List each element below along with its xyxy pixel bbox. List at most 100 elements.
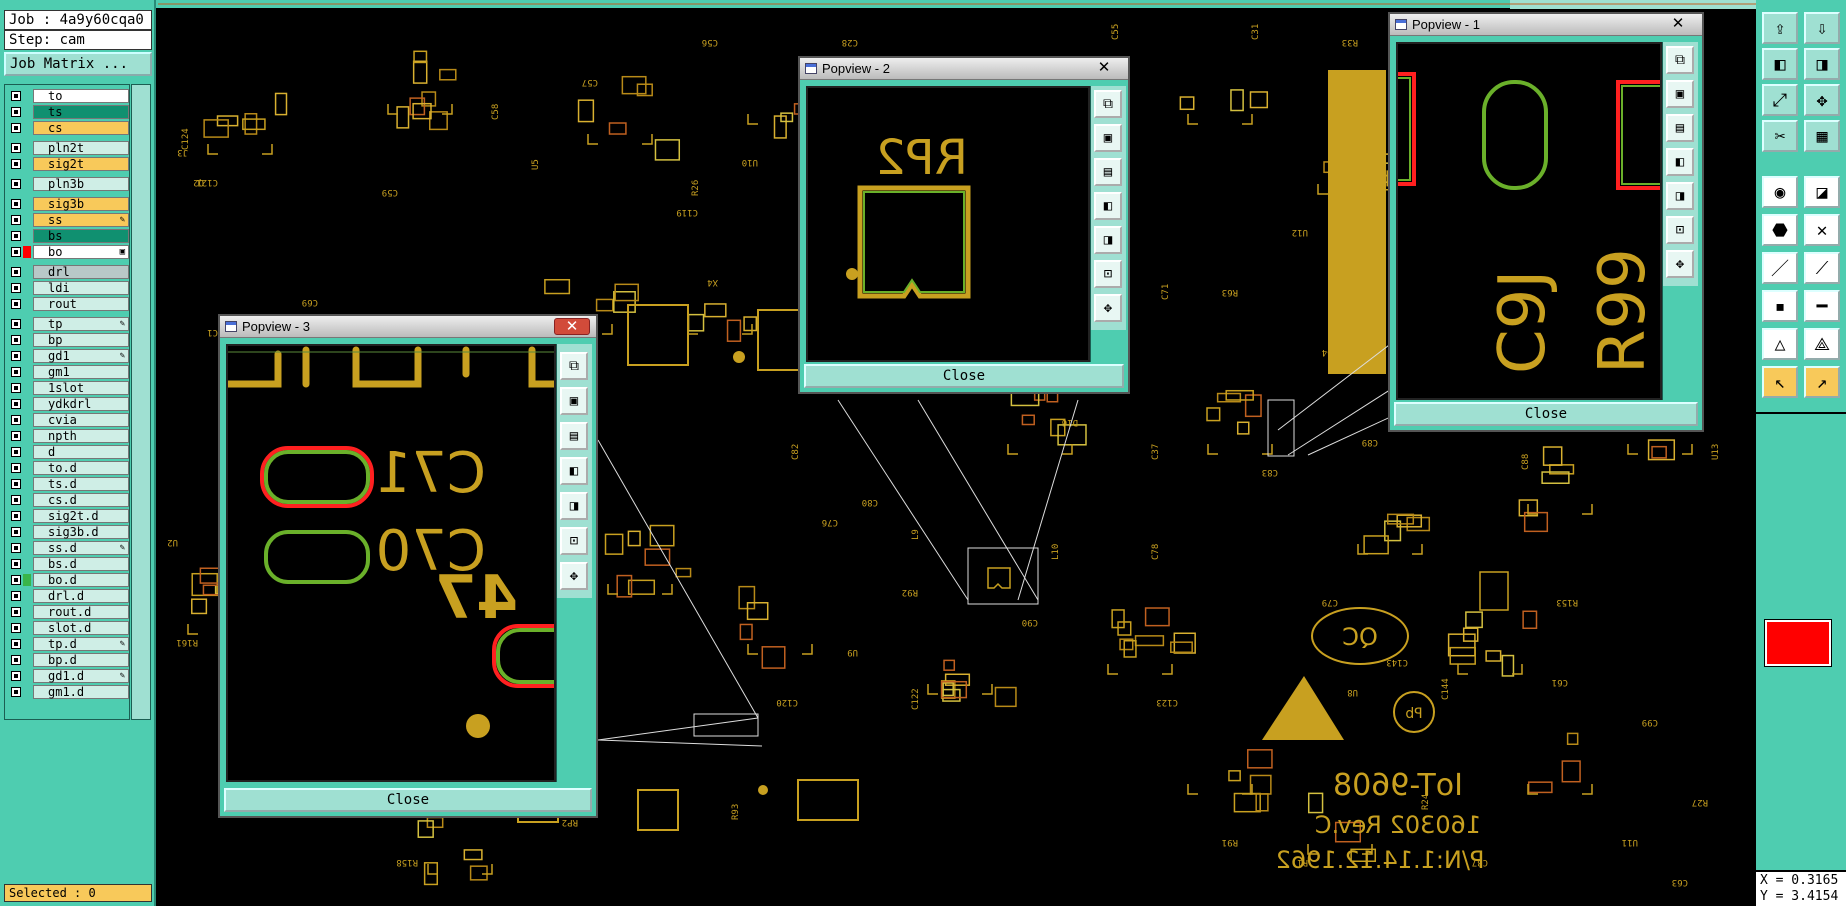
pan-icon[interactable]: ✥ [1804, 84, 1840, 116]
layer-row-sig2t-d[interactable]: sig2t.d [7, 509, 129, 523]
layer-checkbox[interactable] [11, 319, 21, 329]
popview-1-titlebar[interactable]: Popview - 1 ✕ [1390, 14, 1702, 36]
layer-name[interactable]: cvia [33, 413, 129, 427]
zoom-in-icon[interactable]: ▣ [1666, 80, 1694, 108]
close-icon[interactable]: ✕ [1671, 15, 1685, 32]
layer-row-drl[interactable]: drl [7, 265, 129, 279]
layer-checkbox[interactable] [11, 159, 21, 169]
layer-checkbox[interactable] [11, 179, 21, 189]
layer-row-ts[interactable]: ts [7, 105, 129, 119]
layer-name[interactable]: sig3b.d [33, 525, 129, 539]
layer-row-cs-d[interactable]: cs.d [7, 493, 129, 507]
layer-name[interactable]: d [33, 445, 129, 459]
popview-3-scroll[interactable] [557, 598, 592, 782]
layer-row-ldi[interactable]: ldi [7, 281, 129, 295]
popview-3-close-button[interactable]: Close [224, 788, 592, 812]
layer-checkbox[interactable] [11, 463, 21, 473]
download-icon[interactable]: ⇩ [1804, 12, 1840, 44]
layer-checkbox[interactable] [11, 367, 21, 377]
layer-name[interactable]: sig2t [33, 157, 129, 171]
triangle2-icon[interactable]: ⟁ [1804, 328, 1840, 360]
current-color-swatch[interactable] [1764, 619, 1832, 667]
layer-name[interactable]: sig2t.d [33, 509, 129, 523]
zoom-home-icon[interactable]: ✥ [1094, 294, 1122, 322]
layer-checkbox[interactable] [11, 247, 21, 257]
layer-name[interactable]: gd1✎ [33, 349, 129, 363]
zoom-home-icon[interactable]: ✥ [560, 562, 588, 590]
popview-1-viewport[interactable]: C9J R99 [1396, 42, 1662, 400]
popview-1-scroll[interactable] [1663, 286, 1698, 400]
minus-icon[interactable]: ━ [1804, 290, 1840, 322]
layer-row-bp-d[interactable]: bp.d [7, 653, 129, 667]
connect-icon[interactable]: ⬣ [1762, 214, 1798, 246]
layer-checkbox[interactable] [11, 123, 21, 133]
layer-checkbox[interactable] [11, 335, 21, 345]
layer-row-tp-d[interactable]: tp.d✎ [7, 637, 129, 651]
layer-row-bs-d[interactable]: bs.d [7, 557, 129, 571]
grid-icon[interactable]: ▦ [1804, 120, 1840, 152]
upload-icon[interactable]: ⇪ [1762, 12, 1798, 44]
layer-name[interactable]: bo▣ [33, 245, 129, 259]
triangle-icon[interactable]: △ [1762, 328, 1798, 360]
layer-name[interactable]: npth [33, 429, 129, 443]
popview-1-close-button[interactable]: Close [1394, 402, 1698, 426]
pan-right-icon[interactable]: ◨ [560, 492, 588, 520]
layer-name[interactable]: drl.d [33, 589, 129, 603]
layer-name[interactable]: ydkdrl [33, 397, 129, 411]
layer-name[interactable]: bp [33, 333, 129, 347]
layer-name[interactable]: rout.d [33, 605, 129, 619]
layer-checkbox[interactable] [11, 399, 21, 409]
pointer2-icon[interactable]: ↗ [1804, 366, 1840, 398]
layer-checkbox[interactable] [11, 479, 21, 489]
layer-checkbox[interactable] [11, 383, 21, 393]
layer-checkbox[interactable] [11, 527, 21, 537]
layer-row-d[interactable]: d [7, 445, 129, 459]
zoom-in-icon[interactable]: ▣ [560, 387, 588, 415]
layer-name[interactable]: tp.d✎ [33, 637, 129, 651]
layer-checkbox[interactable] [11, 639, 21, 649]
layer-name[interactable]: gm1 [33, 365, 129, 379]
layer-checkbox[interactable] [11, 107, 21, 117]
step-right-icon[interactable]: ◨ [1804, 48, 1840, 80]
layer-name[interactable]: to.d [33, 461, 129, 475]
close-icon[interactable]: ✕ [1097, 59, 1111, 76]
layer-checkbox[interactable] [11, 543, 21, 553]
select-icon[interactable]: ◉ [1762, 176, 1798, 208]
layer-name[interactable]: ldi [33, 281, 129, 295]
zoom-home-icon[interactable]: ✥ [1666, 250, 1694, 278]
slash-icon[interactable]: ⟋ [1804, 252, 1840, 284]
layer-checkbox[interactable] [11, 559, 21, 569]
pan-left-icon[interactable]: ◧ [1666, 148, 1694, 176]
layer-name[interactable]: cs [33, 121, 129, 135]
layer-list-scrollbar[interactable] [131, 84, 151, 720]
zoom-out-icon[interactable]: ▤ [1666, 114, 1694, 142]
popview-3-window[interactable]: Popview - 3 ✕ C71 C70 [218, 314, 598, 818]
layer-row-bs[interactable]: bs [7, 229, 129, 243]
layer-checkbox[interactable] [11, 267, 21, 277]
zoom-area-icon[interactable]: ⊡ [1094, 260, 1122, 288]
layer-name[interactable]: ts.d [33, 477, 129, 491]
layer-row-sig3b[interactable]: sig3b [7, 197, 129, 211]
layer-checkbox[interactable] [11, 687, 21, 697]
layer-row-npth[interactable]: npth [7, 429, 129, 443]
layer-row-drl-d[interactable]: drl.d [7, 589, 129, 603]
layer-row-sig2t[interactable]: sig2t [7, 157, 129, 171]
layer-name[interactable]: sig3b [33, 197, 129, 211]
zoom-out-icon[interactable]: ▤ [560, 422, 588, 450]
layer-name[interactable]: slot.d [33, 621, 129, 635]
layer-checkbox[interactable] [11, 199, 21, 209]
layer-name[interactable]: pln3b [33, 177, 129, 191]
zoom-area-icon[interactable]: ⊡ [1666, 216, 1694, 244]
layer-row-rout[interactable]: rout [7, 297, 129, 311]
job-matrix-button[interactable]: Job Matrix ... [4, 52, 152, 76]
layer-row-rout-d[interactable]: rout.d [7, 605, 129, 619]
popview-2-viewport[interactable]: RP2 [806, 86, 1090, 362]
layer-row-pln3b[interactable]: pln3b [7, 177, 129, 191]
layer-row-ss[interactable]: ss✎ [7, 213, 129, 227]
zoom-fit-icon[interactable]: ⧉ [1094, 90, 1122, 118]
layer-row-to-d[interactable]: to.d [7, 461, 129, 475]
layer-checkbox[interactable] [11, 283, 21, 293]
layer-name[interactable]: bs.d [33, 557, 129, 571]
layer-name[interactable]: ss.d✎ [33, 541, 129, 555]
layer-row-1slot[interactable]: 1slot [7, 381, 129, 395]
